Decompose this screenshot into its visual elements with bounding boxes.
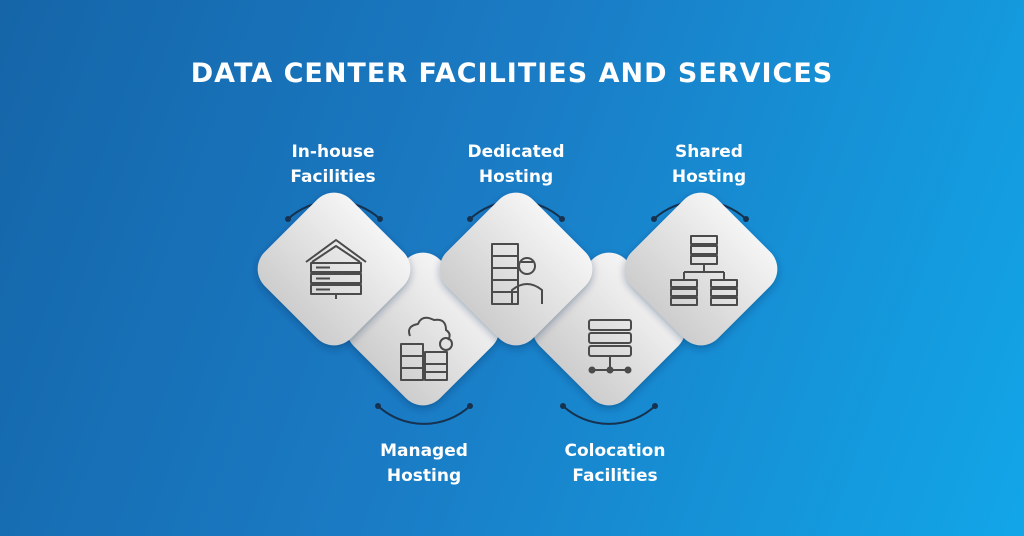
arc-dedicated-dot-left (467, 216, 473, 222)
server-stack-network-icon (588, 319, 632, 374)
label-shared-line2: Hosting (671, 167, 747, 187)
arc-managed (377, 405, 471, 425)
label-shared: Shared Hosting (609, 140, 809, 190)
arc-managed-dot-right (467, 403, 473, 409)
label-dedicated-line2: Hosting (478, 167, 554, 187)
label-shared-line1: Shared (675, 142, 743, 162)
arc-in-house-dot-left (285, 216, 291, 222)
arc-in-house-dot-right (377, 216, 383, 222)
arc-colocation (562, 405, 656, 425)
server-cloud-gear-icon (400, 316, 453, 381)
arc-shared-dot-left (651, 216, 657, 222)
page-title: DATA CENTER FACILITIES AND SERVICES (190, 58, 834, 89)
arc-managed-dot-left (375, 403, 381, 409)
arc-dedicated-dot-right (559, 216, 565, 222)
arc-shared-dot-right (743, 216, 749, 222)
label-dedicated-line1: Dedicated (467, 142, 565, 162)
house-server-icon (305, 239, 367, 299)
label-managed-line1: Managed (380, 441, 468, 461)
label-in-house: In-house Facilities (233, 140, 433, 190)
label-colocation: Colocation Facilities (515, 439, 715, 489)
server-person-icon (491, 243, 543, 305)
card-in-house (257, 192, 411, 346)
label-in-house-line2: Facilities (290, 167, 376, 187)
label-managed-line2: Hosting (386, 466, 462, 486)
arc-colocation-dot-left (560, 403, 566, 409)
arc-colocation-dot-right (652, 403, 658, 409)
label-in-house-line1: In-house (291, 142, 375, 162)
label-colocation-line2: Facilities (572, 466, 658, 486)
card-shared (624, 192, 778, 346)
server-tree-icon (670, 235, 738, 306)
label-managed: Managed Hosting (324, 439, 524, 489)
label-colocation-line1: Colocation (564, 441, 666, 461)
label-dedicated: Dedicated Hosting (416, 140, 616, 190)
